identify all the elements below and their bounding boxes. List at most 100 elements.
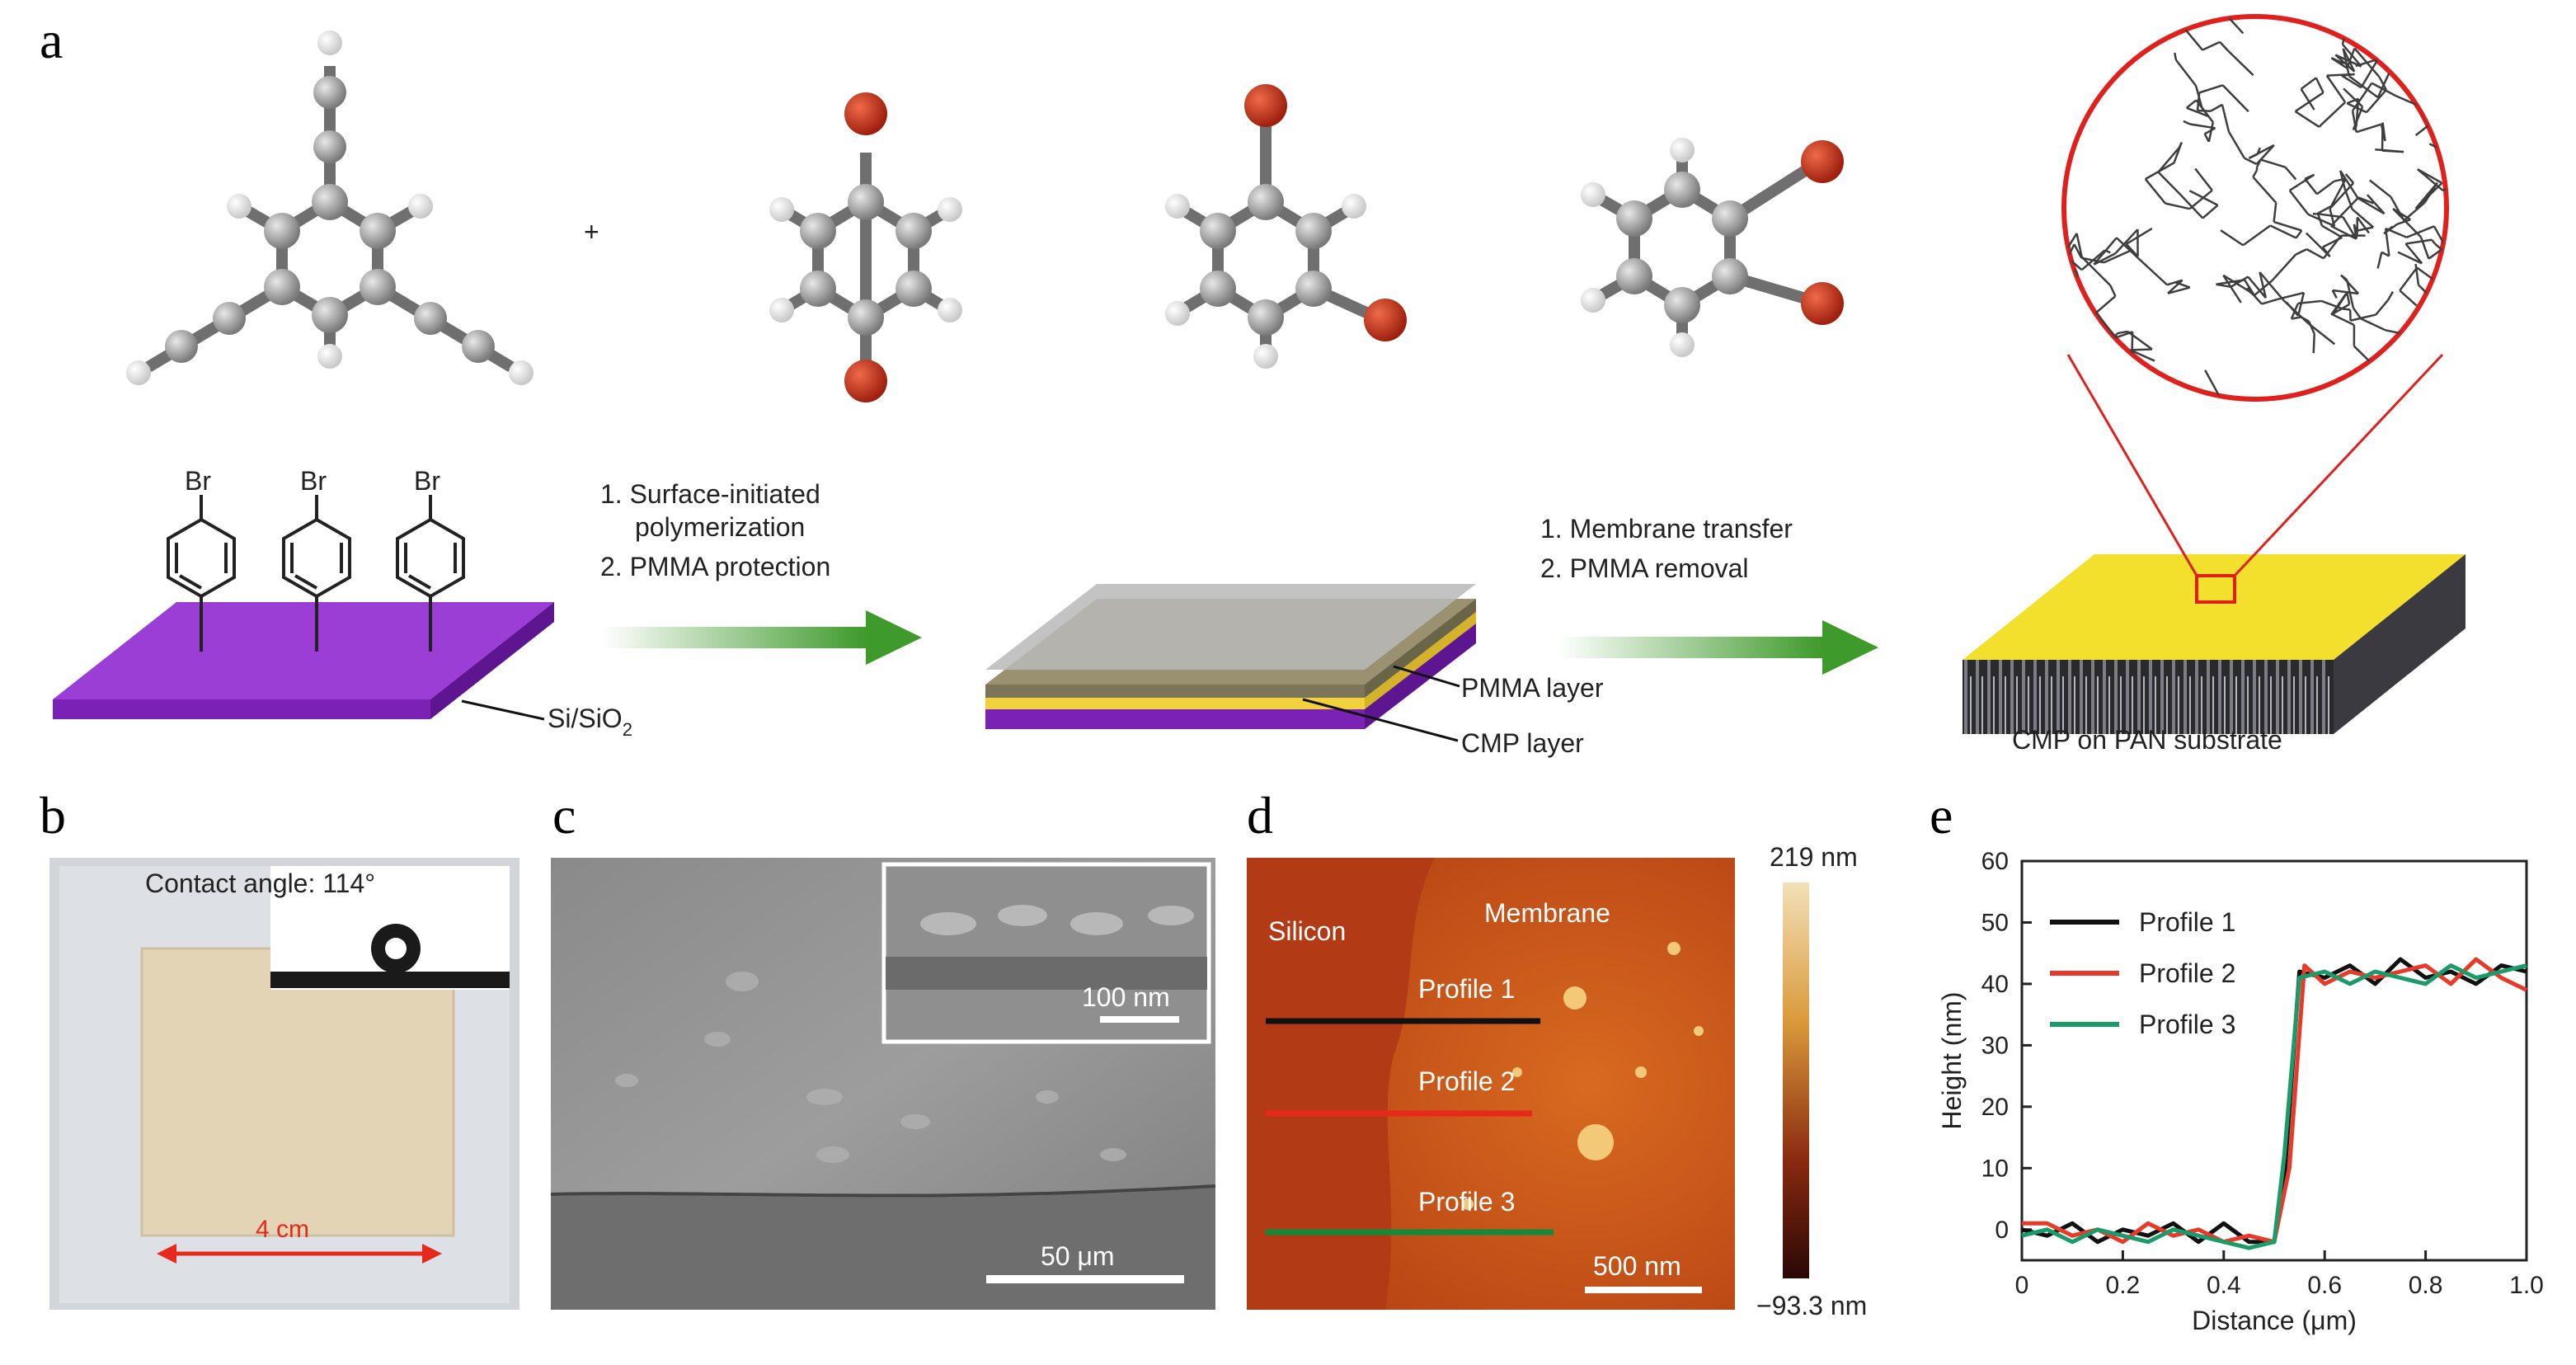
network-bond [2398,368,2412,380]
network-bond [2346,292,2351,305]
width-arrow [157,1244,442,1264]
network-bond [2248,153,2259,160]
network-bond [2201,106,2209,117]
network-bond [2339,170,2346,190]
network-bond [2344,173,2355,184]
network-bond [2271,253,2297,281]
cmp-pointer [1302,698,1459,742]
network-bond [2475,231,2476,249]
network-bond [2230,275,2249,288]
network-bond [2352,82,2373,111]
network-bond [2162,16,2175,25]
network-bond [2151,0,2164,3]
y-tick-label: 60 [1981,848,2009,875]
afm-membrane-label: Membrane [1484,898,1610,928]
network-bond [2300,77,2317,90]
network-bond [2462,379,2489,407]
network-bond [2111,16,2126,20]
network-bond [2341,74,2362,89]
network-bond [2227,49,2254,77]
afm-image [1247,858,1809,1310]
network-bond [2254,279,2273,297]
network-bond [2375,299,2389,316]
network-bond [2300,88,2315,111]
network-bond [2406,225,2435,238]
network-bond [2294,92,2325,113]
network-bond [2348,75,2379,99]
sem-scale: 50 μm [1041,1241,1115,1271]
network-bond [2252,169,2259,178]
network-bond [2295,229,2303,239]
network-bond [2449,294,2451,297]
network-bond [2296,292,2306,317]
network-bond [2451,294,2472,297]
pmma-pointer [1393,665,1460,688]
network-bond [2321,224,2343,238]
network-bond [2125,227,2153,245]
panel-letter-e: e [1930,786,1953,845]
network-bond [2080,257,2104,264]
network-bond [2399,266,2419,291]
network-bond [2378,76,2387,91]
network-bond [2222,274,2249,292]
network-bond [2188,190,2219,206]
network-bond [2204,127,2216,135]
network-bond [2414,124,2430,137]
network-bond [2166,0,2174,3]
network-bond [2202,394,2220,399]
network-bond [2174,0,2196,11]
network-bond [2407,34,2432,47]
x-tick-label: 0.2 [2106,1272,2141,1299]
network-bond [2390,196,2405,221]
network-bond [2167,279,2183,294]
network-bond [2093,252,2116,266]
network-bond [2472,404,2484,418]
y-tick-label: 20 [1981,1094,2009,1121]
network-bond [2351,208,2374,228]
network-bond [2198,84,2224,94]
network-bond [2064,106,2068,119]
network-bond [2339,170,2359,200]
network-bond [2174,52,2178,60]
network-bond [2331,289,2338,299]
network-bond [2246,287,2255,297]
network-bond [2083,319,2088,323]
network-bond [2419,308,2425,322]
network-bond [2065,334,2080,353]
process-arrow-1 [602,610,922,665]
pan-substrate [1963,554,2466,734]
y-tick-label: 0 [1995,1217,2009,1244]
network-bond [2307,213,2333,226]
network-bond [2291,316,2301,320]
series-line-2 [2022,957,2528,1245]
network-bond [2381,149,2404,153]
network-bond [2428,56,2442,62]
network-bond [2329,182,2355,209]
x-tick-label: 1.0 [2509,1272,2544,1299]
network-bond [2473,212,2476,231]
network-bond [2260,158,2286,168]
network-bond [2453,220,2461,242]
network-bond [2202,40,2221,51]
network-bond [2104,249,2132,264]
network-bond [2315,77,2325,93]
network-bond [2386,378,2400,393]
network-bond [2440,284,2447,298]
network-bond [2414,263,2420,285]
network-bond [2232,425,2255,443]
network-bond [2115,237,2140,260]
network-bond [2399,289,2418,307]
network-bond [2385,227,2408,238]
network-bond [2334,177,2347,182]
colorbar-max: 219 nm [1770,842,1858,872]
network-bond [2259,271,2285,302]
network-bond [2332,289,2359,295]
network-bond [2372,12,2399,15]
network-bond [2367,16,2384,22]
network-bond [2343,87,2363,108]
colorbar-min: −93.3 nm [1756,1291,1867,1320]
network-bond [2295,247,2307,256]
plot-frame [2020,859,2528,1262]
network-bond [2366,194,2386,214]
